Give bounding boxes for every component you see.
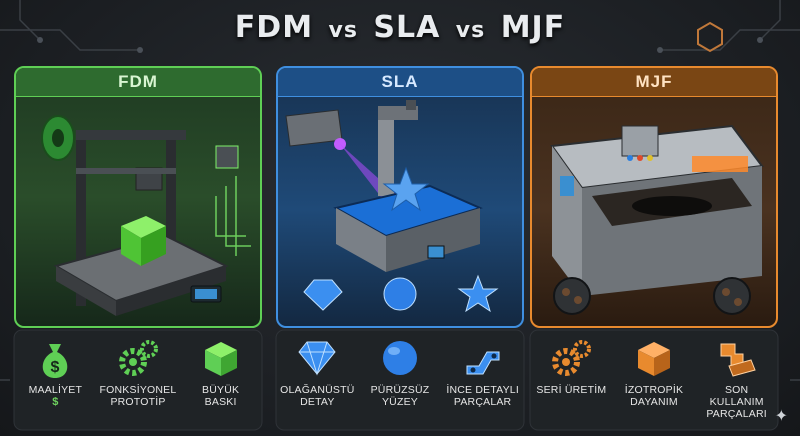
bracket-part-icon: [466, 351, 500, 375]
feature-fine-detail-parts: İNCE DETAYLI PARÇALAR: [444, 336, 522, 408]
fdm-icon-tray: [13, 329, 263, 431]
sla-sample-shapes: [303, 274, 499, 313]
feature-serial-production: SERİ ÜRETİM: [532, 336, 610, 420]
feature-end-use-parts: SON KULLANIM PARÇALARI: [698, 336, 776, 420]
circle-icon: [383, 277, 417, 311]
title-vs-2: vs: [455, 18, 486, 43]
feature-functional-prototype: FONKSİYONEL PROTOTİP: [99, 336, 177, 408]
sla-printer-illustration: [285, 100, 499, 313]
feature-smooth-surface: PÜRÜZSÜZ YÜZEY: [361, 336, 439, 408]
diamond-icon: [303, 279, 343, 311]
mjf-panel-header: MJF: [532, 68, 776, 97]
feature-sub: $: [52, 396, 59, 408]
mjf-icon-tray: [529, 329, 779, 431]
sla-icon-tray: [275, 329, 525, 431]
mjf-features: SERİ ÜRETİM İZOTROPİK DAYANIM SON KULLAN…: [530, 336, 778, 420]
gears-icon: [552, 340, 592, 376]
feature-cost: $ MAALİYET $: [16, 336, 94, 408]
cube-icon: [637, 342, 670, 376]
feature-label: OLAĞANÜSTÜ DETAY: [280, 384, 355, 408]
sla-features: OLAĞANÜSTÜ DETAY PÜRÜZSÜZ YÜZEY İNCE DET…: [276, 336, 524, 408]
sla-panel-header: SLA: [278, 68, 522, 97]
money-bag-icon: $: [43, 344, 68, 378]
feature-large-print: BÜYÜK BASKI: [182, 336, 260, 408]
title-mjf: MJF: [500, 10, 566, 45]
title-sla: SLA: [373, 10, 441, 45]
box-icon: [204, 342, 237, 376]
feature-label: MAALİYET: [28, 384, 83, 396]
feature-label: İZOTROPİK DAYANIM: [624, 384, 684, 408]
mjf-panel: MJF: [530, 66, 778, 328]
feature-isotropic-strength: İZOTROPİK DAYANIM: [615, 336, 693, 420]
sparkle-icon: ✦: [774, 408, 788, 425]
page-title: FDM vs SLA vs MJF: [0, 10, 800, 45]
parts-icon: [720, 343, 756, 377]
feature-label: SON KULLANIM PARÇALARI: [706, 384, 767, 420]
title-vs-1: vs: [328, 18, 358, 43]
diamond-icon: [298, 341, 336, 376]
sphere-icon: [382, 341, 417, 375]
fdm-printer-illustration: [41, 115, 251, 316]
fdm-panel: FDM: [14, 66, 262, 328]
feature-label: SERİ ÜRETİM: [536, 384, 607, 396]
feature-label: PÜRÜZSÜZ YÜZEY: [370, 384, 430, 408]
feature-label: BÜYÜK BASKI: [202, 384, 240, 408]
svg-text:$: $: [51, 359, 60, 376]
fdm-features: $ MAALİYET $ FONKSİYONEL PROTOTİP BÜYÜK …: [14, 336, 262, 408]
feature-exceptional-detail: OLAĞANÜSTÜ DETAY: [278, 336, 356, 408]
sla-panel: SLA: [276, 66, 524, 328]
star-icon: [457, 274, 499, 313]
feature-label: FONKSİYONEL PROTOTİP: [99, 384, 177, 408]
gears-icon: [118, 340, 158, 376]
hex-decoration: [697, 21, 723, 53]
feature-label: İNCE DETAYLI PARÇALAR: [446, 384, 519, 408]
title-fdm: FDM: [234, 10, 314, 45]
mjf-printer-illustration: [550, 124, 764, 315]
fdm-panel-header: FDM: [16, 68, 260, 97]
